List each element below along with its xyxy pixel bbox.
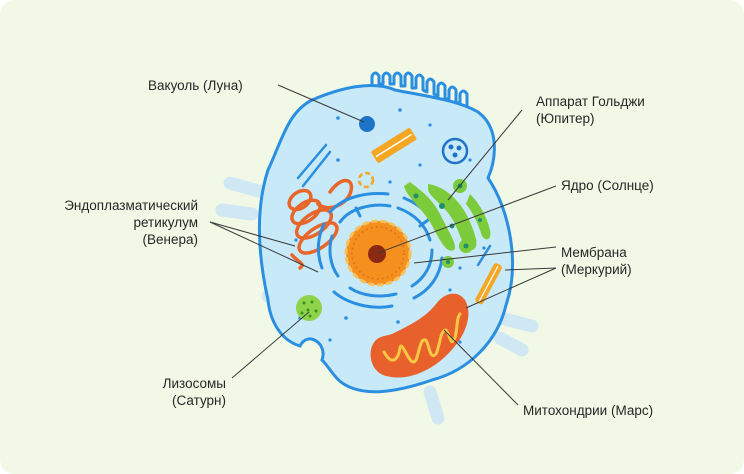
small-vesicle — [357, 171, 375, 189]
label-er: Эндоплазматический ретикулум (Венера) — [64, 197, 198, 248]
nuclear-er — [316, 192, 444, 309]
leader-nucleus — [377, 185, 557, 254]
cytoplasm-dots — [294, 108, 486, 348]
centriole — [371, 128, 417, 163]
lysosome — [296, 295, 322, 321]
vacuole — [359, 116, 375, 132]
mitochondria — [370, 293, 469, 378]
nucleolus — [368, 245, 386, 263]
label-golgi-line1: Аппарат Гольджи — [536, 94, 645, 109]
leader-mitochondria — [443, 329, 519, 406]
leader-lines — [209, 84, 557, 406]
label-membrane-line2: (Меркурий) — [561, 262, 632, 277]
vesicle-top — [441, 137, 469, 165]
label-lysosomes: Лизосомы (Сатурн) — [163, 375, 226, 409]
leader-golgi — [447, 109, 523, 201]
leader-membrane-2 — [465, 267, 557, 309]
label-membrane-line1: Мембрана — [561, 245, 627, 260]
label-er-line2: ретикулум — [133, 215, 198, 230]
leader-membrane-1 — [504, 267, 557, 271]
label-lysosomes-line1: Лизосомы — [162, 376, 226, 391]
label-lysosomes-line2: (Сатурн) — [172, 393, 226, 408]
label-er-line3: (Венера) — [142, 232, 198, 247]
centriole-right — [475, 263, 502, 305]
leader-er-2 — [209, 221, 319, 273]
leader-membrane-3 — [413, 246, 557, 264]
label-golgi-line2: (Юпитер) — [536, 111, 595, 126]
label-vacuole: Вакуоль (Луна) — [148, 78, 243, 93]
golgi-apparatus — [404, 179, 491, 268]
label-er-line1: Эндоплазматический — [64, 198, 198, 213]
leader-lysosomes — [231, 311, 310, 379]
leader-vacuole — [277, 84, 365, 123]
cilia — [370, 71, 469, 108]
label-nucleus: Ядро (Солнце) — [561, 178, 654, 193]
label-golgi: Аппарат Гольджи (Юпитер) — [536, 93, 645, 127]
leader-er-1 — [209, 221, 296, 247]
label-mitochondria: Митохондрии (Марс) — [523, 403, 654, 418]
label-membrane: Мембрана (Меркурий) — [561, 244, 632, 278]
